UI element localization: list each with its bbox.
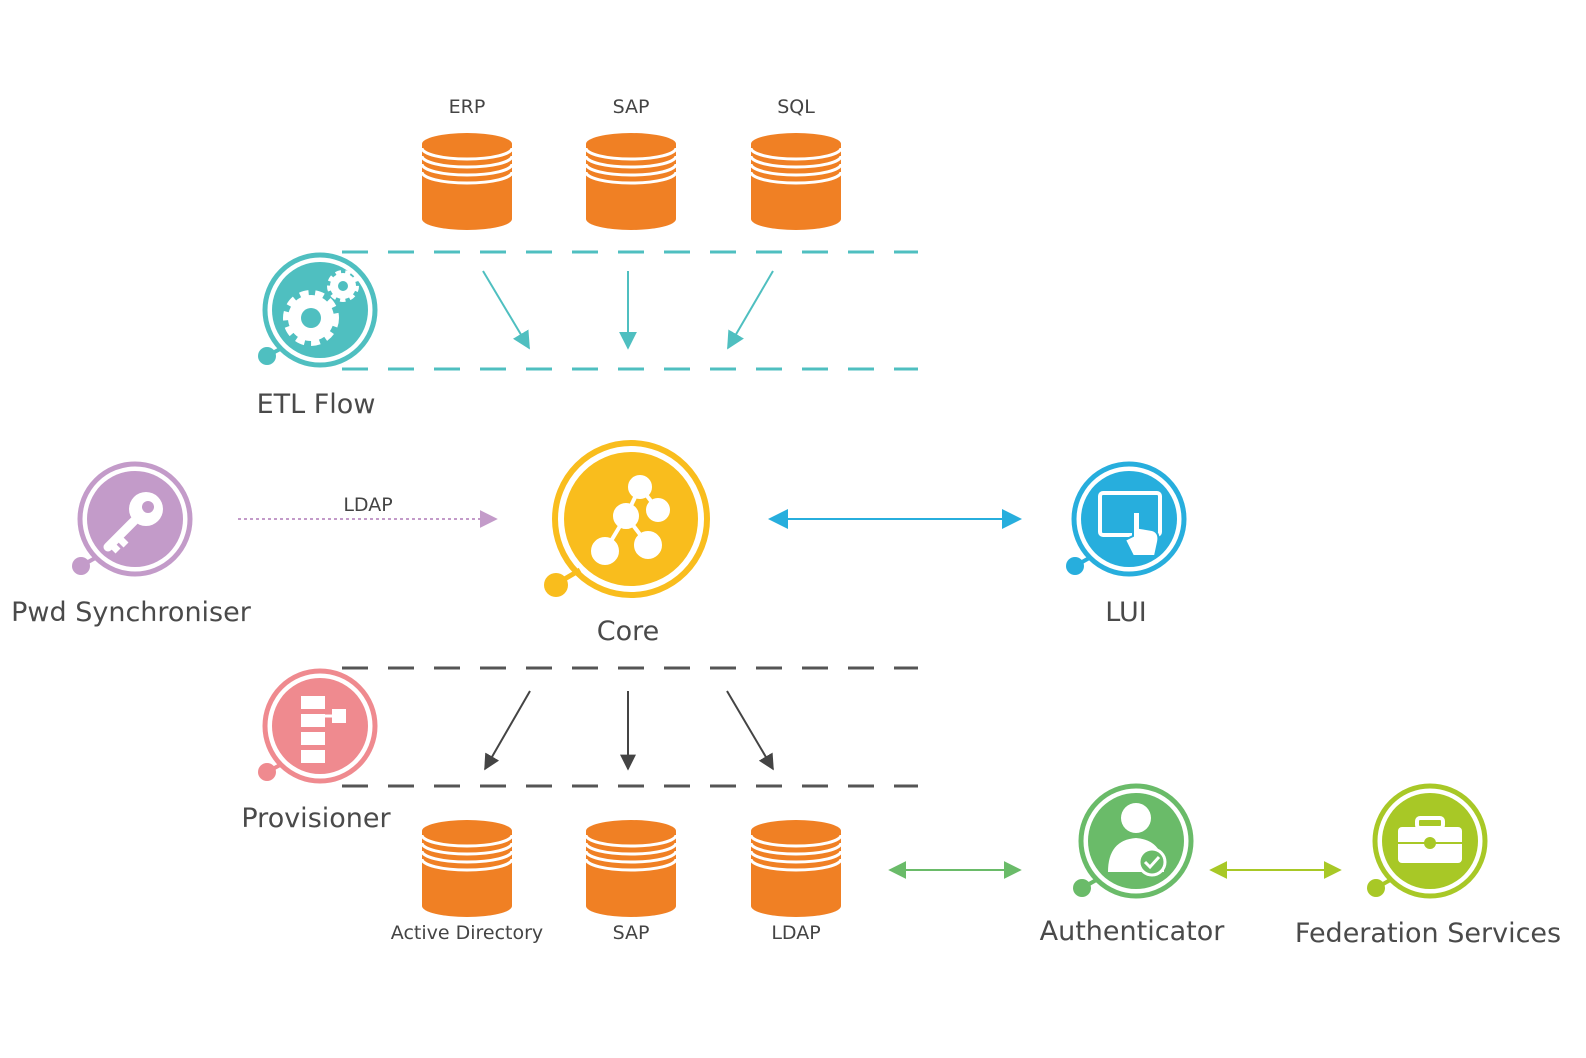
authenticator-label: Authenticator xyxy=(1040,916,1226,947)
network-graph-icon xyxy=(591,475,670,565)
toolbox-icon xyxy=(1398,816,1462,863)
key-icon xyxy=(103,492,163,554)
authenticator-node: Authenticator xyxy=(1040,783,1226,947)
pwd-to-core-edge-label: LDAP xyxy=(343,494,392,516)
provisioner-node: Provisioner xyxy=(241,668,392,834)
target-database-label: Active Directory xyxy=(391,922,543,944)
lui-label: LUI xyxy=(1105,597,1146,628)
gears-icon xyxy=(283,270,359,346)
source-database-sql: SQL xyxy=(749,96,843,232)
provision-arrow-right xyxy=(726,690,774,771)
target-database-active-directory: Active Directory xyxy=(391,818,543,944)
database-icon xyxy=(584,818,678,919)
pwd-synchroniser-label: Pwd Synchroniser xyxy=(11,597,252,628)
target-database-sap: SAP xyxy=(584,818,678,944)
database-icon xyxy=(420,818,514,919)
core-node: Core xyxy=(544,440,710,647)
provision-arrow-left xyxy=(484,690,531,771)
source-database-sap: SAP xyxy=(584,96,678,232)
federation-services-label: Federation Services xyxy=(1295,918,1561,949)
etl-flow-node: ETL Flow xyxy=(257,252,378,420)
database-icon xyxy=(420,131,514,232)
database-icon xyxy=(584,131,678,232)
touch-screen-icon xyxy=(1098,491,1162,557)
database-icon xyxy=(749,131,843,232)
flowchart-icon xyxy=(301,696,346,763)
target-database-label: LDAP xyxy=(771,922,820,944)
core-label: Core xyxy=(597,616,660,647)
lui-node: LUI xyxy=(1066,461,1187,628)
target-database-ldap: LDAP xyxy=(749,818,843,944)
etl-arrow-right xyxy=(727,270,774,350)
etl-flow-label: ETL Flow xyxy=(257,389,376,420)
source-database-label: ERP xyxy=(449,96,486,118)
etl-arrow-left xyxy=(482,270,530,350)
source-database-erp: ERP xyxy=(420,96,514,232)
pwd-synchroniser-node: Pwd Synchroniser xyxy=(11,461,252,628)
source-database-label: SAP xyxy=(613,96,650,118)
provisioner-label: Provisioner xyxy=(241,803,391,834)
verified-user-icon xyxy=(1108,803,1167,877)
database-icon xyxy=(749,818,843,919)
source-database-label: SQL xyxy=(777,96,815,118)
federation-services-node: Federation Services xyxy=(1295,783,1561,949)
target-database-label: SAP xyxy=(613,922,650,944)
